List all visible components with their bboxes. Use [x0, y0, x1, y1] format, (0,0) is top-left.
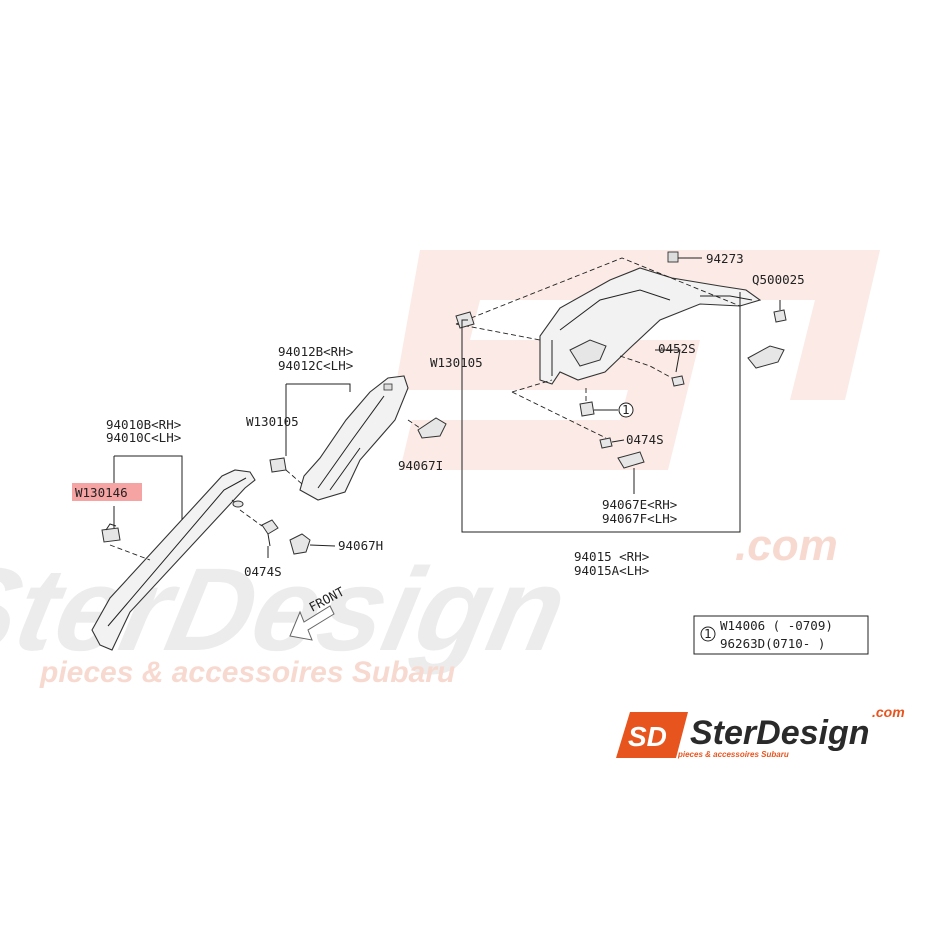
logo-mark — [616, 712, 688, 758]
legend-line2: 96263D(0710- ) — [720, 636, 825, 651]
label-94067e: 94067E<RH> — [602, 497, 677, 512]
clip-w130105-left — [269, 457, 287, 473]
label-94015: 94015 <RH> — [574, 549, 649, 564]
label-94012b: 94012B<RH> — [278, 344, 353, 359]
watermark-brand: SterDesign — [0, 544, 577, 676]
label-0452s: 0452S — [658, 341, 696, 356]
label-94015a: 94015A<LH> — [574, 563, 649, 578]
label-94067f: 94067F<LH> — [602, 511, 677, 526]
bolt-q500025 — [773, 300, 787, 323]
pillar-trim-94010 — [91, 469, 256, 651]
cap-94067e — [617, 451, 645, 469]
clip-w130146 — [101, 523, 121, 543]
trim-94010-body — [91, 469, 256, 651]
cover-right — [747, 345, 785, 369]
ref1-circle — [618, 402, 634, 418]
label-94067h: 94067H — [338, 538, 383, 553]
label-94010b: 94010B<RH> — [106, 417, 181, 432]
watermark-tagline: pieces & accessoires Subaru — [39, 656, 455, 689]
label-94067i: 94067I — [398, 458, 443, 473]
label-0474s-right: 0474S — [626, 432, 664, 447]
watermark: SterDesign .com pieces & accessoires Sub… — [0, 250, 880, 689]
logo-mark-text: SD — [628, 721, 667, 752]
logo-brand: SterDesign — [690, 714, 870, 752]
cap-94067i — [417, 417, 447, 439]
screw-0452s — [671, 375, 685, 387]
label-94012c: 94012C<LH> — [278, 358, 353, 373]
logo-tagline: pieces & accessoires Subaru — [677, 750, 789, 759]
sterdesign-logo: SD SterDesign .com pieces & accessoires … — [616, 704, 905, 759]
legend-box: 1 W14006 ( -0709) 96263D(0710- ) — [693, 615, 869, 655]
legend-ref: 1 — [704, 626, 712, 641]
label-q500025: Q500025 — [752, 272, 805, 287]
legend-line1: W14006 ( -0709) — [720, 618, 833, 633]
label-94010c: 94010C<LH> — [106, 430, 181, 445]
logo-domain: .com — [872, 704, 905, 720]
ref1-text: 1 — [622, 402, 630, 417]
highlight-w130146 — [72, 483, 142, 501]
label-w130146: W130146 — [75, 485, 128, 500]
cap-94067h — [289, 533, 311, 555]
clip-94273 — [667, 251, 679, 263]
watermark-domain: .com — [735, 521, 838, 570]
screw-0474s-right — [599, 437, 613, 449]
label-w130105-right: W130105 — [430, 355, 483, 370]
quarter-trim-94015 — [539, 267, 762, 385]
screw-0474s-left — [261, 519, 279, 547]
watermark-sd-mark — [395, 250, 880, 470]
pillar-trim-94012 — [299, 375, 409, 501]
label-94273: 94273 — [706, 251, 744, 266]
label-0474s-left: 0474S — [244, 564, 282, 579]
grommet-ref1 — [579, 401, 595, 417]
label-w130105-left: W130105 — [246, 414, 299, 429]
